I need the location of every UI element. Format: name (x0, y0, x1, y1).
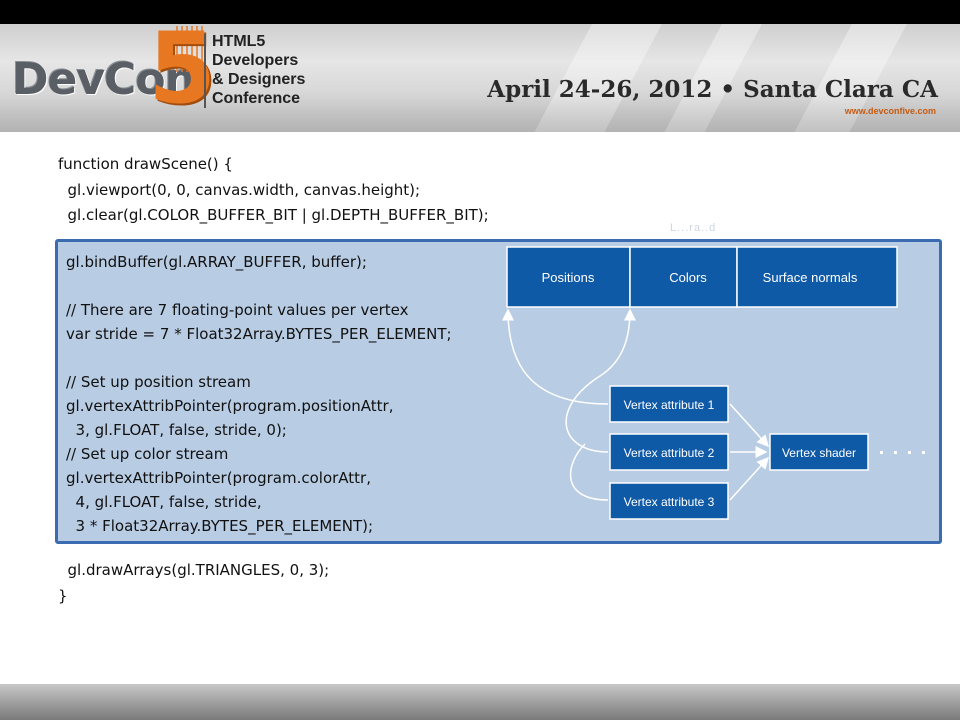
arrow-attr2-to-colors (565, 308, 636, 453)
logo-ticks (176, 26, 206, 72)
code-line: function drawScene() { (58, 155, 233, 173)
arrow-attr3-to-shader (729, 456, 770, 501)
logo-line-3: & Designers (212, 71, 306, 88)
event-date: April 24-26, 2012 • Santa Clara CA (487, 76, 938, 103)
logo-line-1: HTML5 (212, 33, 266, 50)
conference-banner: DevCon 5 HTML5 Developers & Designers Co… (0, 24, 960, 132)
code-line: } (58, 587, 68, 605)
faint-caption: L...ra..d (670, 222, 717, 234)
code-line: 4, gl.FLOAT, false, stride, (66, 493, 262, 511)
vertex-shader-box: Vertex shader (769, 433, 869, 471)
bottom-bar (0, 684, 960, 720)
code-line: // Set up position stream (66, 373, 251, 391)
event-url: www.devconfive.com (844, 106, 936, 116)
attribute-label: Vertex attribute 2 (624, 446, 715, 460)
buffer-cell-positions: Positions (506, 246, 631, 308)
code-line: // There are 7 floating-point values per… (66, 301, 409, 319)
buffer-cell-colors: Colors (629, 246, 738, 308)
code-line: gl.vertexAttribPointer(program.colorAttr… (66, 469, 371, 487)
code-line: gl.bindBuffer(gl.ARRAY_BUFFER, buffer); (66, 253, 367, 271)
code-line: // Set up color stream (66, 445, 229, 463)
arrow-attr1-to-shader (729, 403, 770, 448)
code-line: gl.viewport(0, 0, canvas.width, canvas.h… (58, 181, 421, 199)
code-line: 3, gl.FLOAT, false, stride, 0); (66, 421, 287, 439)
vertex-attribute-diagram: Positions Colors Surface normals Vertex … (502, 246, 925, 520)
buffer-cell-surface-normals: Surface normals (736, 246, 898, 308)
attribute-label: Vertex attribute 1 (624, 398, 715, 412)
code-line: gl.clear(gl.COLOR_BUFFER_BIT | gl.DEPTH_… (58, 206, 489, 224)
logo-tagline: HTML5 Developers & Designers Conference (212, 32, 305, 108)
vertex-attribute-2-box: Vertex attribute 2 (609, 433, 729, 471)
logo-devcon-text: DevCon (12, 54, 196, 105)
code-line: gl.drawArrays(gl.TRIANGLES, 0, 3); (58, 561, 330, 579)
logo-line-4: Conference (212, 90, 301, 107)
arrow-attr3-to-colors (569, 443, 609, 501)
code-line: 3 * Float32Array.BYTES_PER_ELEMENT); (66, 517, 374, 535)
arrow-attr1-to-positions (502, 308, 609, 405)
buffer-cell-label: Positions (542, 270, 595, 285)
slide: DevCon 5 HTML5 Developers & Designers Co… (0, 24, 960, 720)
logo-separator (204, 34, 206, 108)
buffer-cell-label: Surface normals (763, 270, 858, 285)
code-line: var stride = 7 * Float32Array.BYTES_PER_… (66, 325, 452, 343)
buffer-cell-label: Colors (669, 270, 707, 285)
vertex-attribute-1-box: Vertex attribute 1 (609, 385, 729, 423)
vertex-attribute-3-box: Vertex attribute 3 (609, 482, 729, 520)
logo-line-2: Developers (212, 52, 299, 69)
continuation-dots (880, 451, 925, 454)
shader-label: Vertex shader (782, 446, 856, 460)
code-line: gl.vertexAttribPointer(program.positionA… (66, 397, 394, 415)
attribute-label: Vertex attribute 3 (624, 495, 715, 509)
